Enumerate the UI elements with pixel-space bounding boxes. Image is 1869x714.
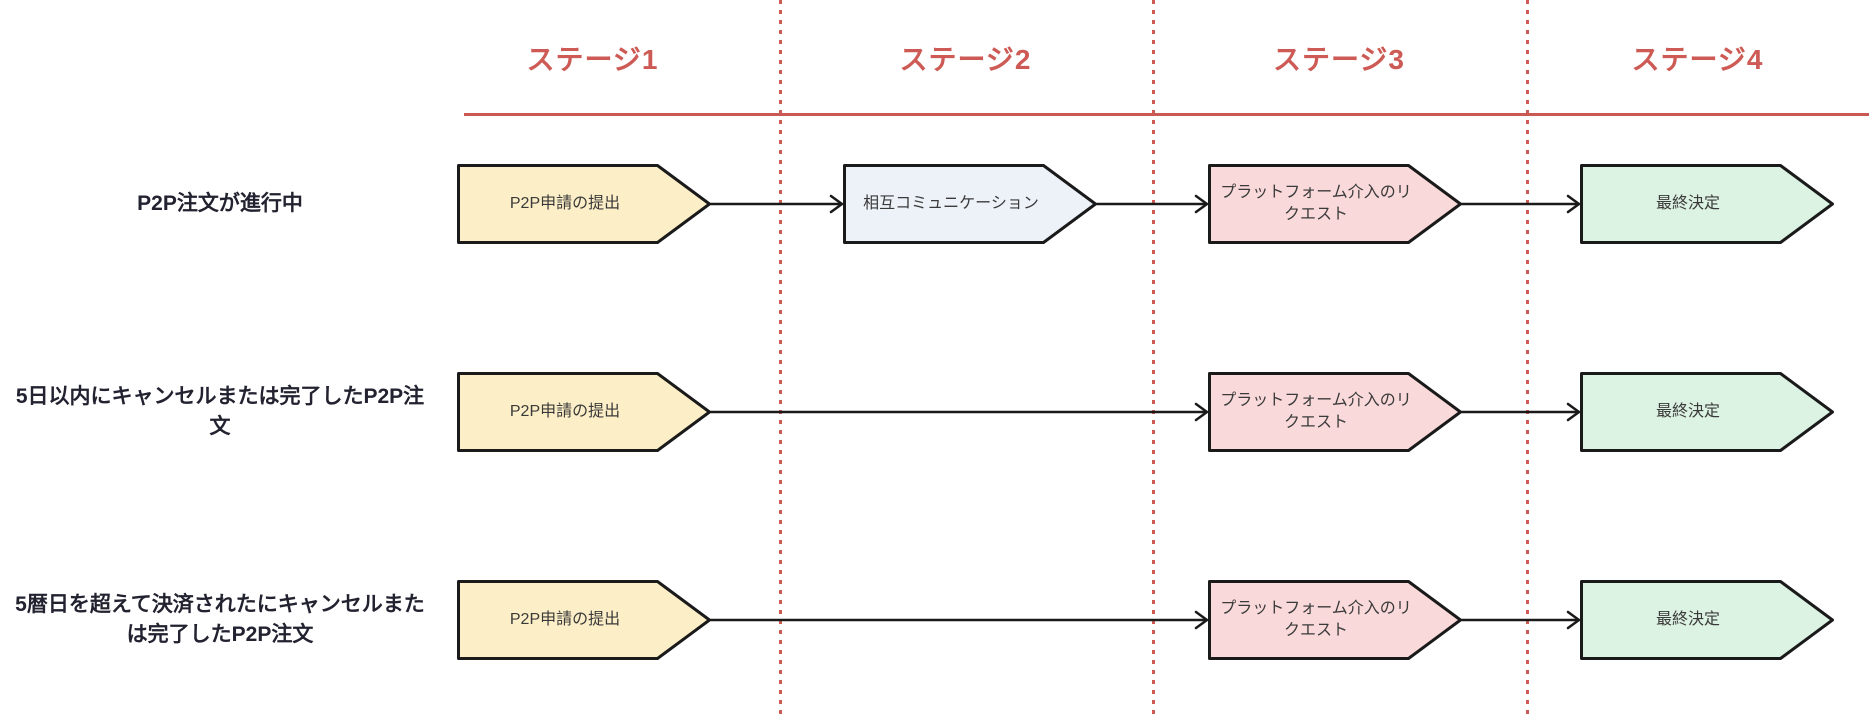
node-p2p-submission-row2: P2P申請の提出 [457,372,711,452]
stage-divider-3 [1526,0,1529,714]
row-label-in-progress: P2P注文が進行中 [137,191,303,215]
stage-divider-1 [779,0,782,714]
arrow-row2-stage3-to-stage4 [1460,402,1581,422]
node-mutual-communication-row1: 相互コミュニケーション [843,164,1097,244]
node-final-decision-row3: 最終決定 [1580,580,1834,660]
arrow-row1-stage3-to-stage4 [1460,194,1581,214]
arrow-row3-stage1-to-stage3 [709,610,1209,630]
node-platform-intervention-row3: プラットフォーム介入のリクエスト [1208,580,1462,660]
stage-header-2: ステージ2 [899,44,1032,75]
stage-header-1: ステージ1 [526,44,659,75]
stage-header-4: ステージ4 [1631,44,1764,75]
stage-header-underline [464,113,1869,116]
node-p2p-submission-row3: P2P申請の提出 [457,580,711,660]
node-platform-intervention-row1: プラットフォーム介入のリクエスト [1208,164,1462,244]
node-final-decision-row1: 最終決定 [1580,164,1834,244]
stage-divider-2 [1152,0,1155,714]
arrow-row3-stage3-to-stage4 [1460,610,1581,630]
row-label-beyond-5-days: 5暦日を超えて決済されたにキャンセルまたは完了したP2P注文 [15,592,425,646]
row-label-within-5-days: 5日以内にキャンセルまたは完了したP2P注文 [15,384,425,438]
node-p2p-submission-row1: P2P申請の提出 [457,164,711,244]
arrow-row1-stage1-to-stage2 [709,194,844,214]
arrow-row1-stage2-to-stage3 [1095,194,1209,214]
node-final-decision-row2: 最終決定 [1580,372,1834,452]
arrow-row2-stage1-to-stage3 [709,402,1209,422]
node-platform-intervention-row2: プラットフォーム介入のリクエスト [1208,372,1462,452]
stage-header-3: ステージ3 [1272,44,1405,75]
